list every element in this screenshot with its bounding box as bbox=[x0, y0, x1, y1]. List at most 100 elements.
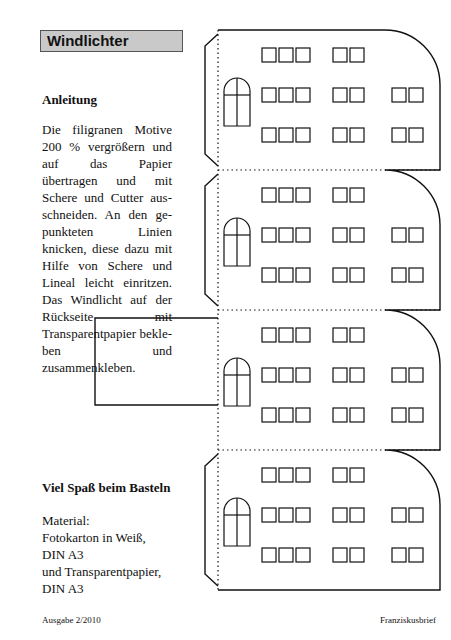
window bbox=[296, 408, 310, 422]
window bbox=[333, 368, 347, 382]
window bbox=[279, 228, 293, 242]
window-bar bbox=[224, 514, 250, 515]
window bbox=[262, 268, 276, 282]
window bbox=[296, 508, 310, 522]
window bbox=[392, 88, 406, 102]
window bbox=[296, 268, 310, 282]
window bbox=[333, 188, 347, 202]
window bbox=[262, 128, 276, 142]
window-bar bbox=[224, 374, 250, 375]
arched-window bbox=[224, 358, 250, 406]
window bbox=[279, 468, 293, 482]
window bbox=[279, 88, 293, 102]
window bbox=[296, 468, 310, 482]
material-line: und Transparentpapier, bbox=[42, 563, 161, 580]
window bbox=[350, 468, 364, 482]
window bbox=[333, 48, 347, 62]
section-heading: Anleitung bbox=[42, 91, 97, 108]
window-bar bbox=[224, 94, 250, 95]
window bbox=[409, 228, 423, 242]
window-bar bbox=[236, 358, 237, 406]
material-line: DIN A3 bbox=[42, 546, 84, 563]
window bbox=[409, 88, 423, 102]
window bbox=[279, 328, 293, 342]
window bbox=[392, 368, 406, 382]
window bbox=[262, 508, 276, 522]
window bbox=[392, 408, 406, 422]
window-bar bbox=[236, 78, 237, 126]
window bbox=[392, 268, 406, 282]
window bbox=[333, 128, 347, 142]
material-line: DIN A3 bbox=[42, 580, 84, 597]
material-heading: Material: bbox=[42, 512, 90, 529]
window bbox=[333, 268, 347, 282]
window bbox=[350, 508, 364, 522]
window bbox=[333, 508, 347, 522]
window-bar bbox=[236, 498, 237, 546]
material-line: Fotokarton in Weiß, bbox=[42, 529, 146, 546]
closing-line: Viel Spaß beim Basteln bbox=[42, 479, 170, 496]
window bbox=[262, 408, 276, 422]
window bbox=[333, 328, 347, 342]
window bbox=[296, 368, 310, 382]
window bbox=[350, 48, 364, 62]
window bbox=[262, 88, 276, 102]
window bbox=[279, 548, 293, 562]
window bbox=[333, 548, 347, 562]
fold-line bbox=[218, 169, 440, 170]
window bbox=[409, 268, 423, 282]
window bbox=[392, 128, 406, 142]
window bbox=[350, 228, 364, 242]
window bbox=[296, 48, 310, 62]
window bbox=[279, 368, 293, 382]
window bbox=[350, 88, 364, 102]
window bbox=[279, 128, 293, 142]
window bbox=[296, 88, 310, 102]
fold-line bbox=[218, 309, 440, 310]
window bbox=[279, 188, 293, 202]
issue-footer: Ausgabe 2/2010 bbox=[42, 614, 101, 626]
page-title: Windlichter bbox=[41, 31, 182, 51]
window bbox=[262, 188, 276, 202]
window bbox=[409, 508, 423, 522]
title-band: Windlichter bbox=[40, 30, 183, 52]
window bbox=[262, 48, 276, 62]
arched-window bbox=[224, 218, 250, 266]
window bbox=[333, 468, 347, 482]
window bbox=[296, 188, 310, 202]
window bbox=[262, 368, 276, 382]
window bbox=[296, 328, 310, 342]
window-bar bbox=[224, 234, 250, 235]
window bbox=[350, 368, 364, 382]
window bbox=[279, 48, 293, 62]
arched-window bbox=[224, 78, 250, 126]
window bbox=[350, 268, 364, 282]
window bbox=[262, 548, 276, 562]
window bbox=[409, 408, 423, 422]
fold-line bbox=[218, 449, 440, 450]
glue-tab bbox=[205, 454, 218, 586]
publication-footer: Franziskusbrief bbox=[380, 614, 436, 626]
window bbox=[262, 468, 276, 482]
window bbox=[296, 128, 310, 142]
window bbox=[262, 328, 276, 342]
window bbox=[350, 128, 364, 142]
window bbox=[392, 548, 406, 562]
glue-tab bbox=[205, 34, 218, 166]
window bbox=[333, 228, 347, 242]
window bbox=[296, 228, 310, 242]
arched-window bbox=[224, 498, 250, 546]
instruction-text: Die filigranen Motive 200 % vergrößern u… bbox=[42, 121, 172, 376]
window bbox=[350, 188, 364, 202]
window bbox=[279, 508, 293, 522]
window bbox=[409, 548, 423, 562]
window bbox=[350, 328, 364, 342]
template-outline bbox=[218, 30, 440, 590]
window bbox=[350, 548, 364, 562]
window bbox=[279, 268, 293, 282]
window bbox=[296, 548, 310, 562]
window bbox=[279, 408, 293, 422]
window bbox=[333, 408, 347, 422]
window bbox=[262, 228, 276, 242]
window bbox=[350, 408, 364, 422]
